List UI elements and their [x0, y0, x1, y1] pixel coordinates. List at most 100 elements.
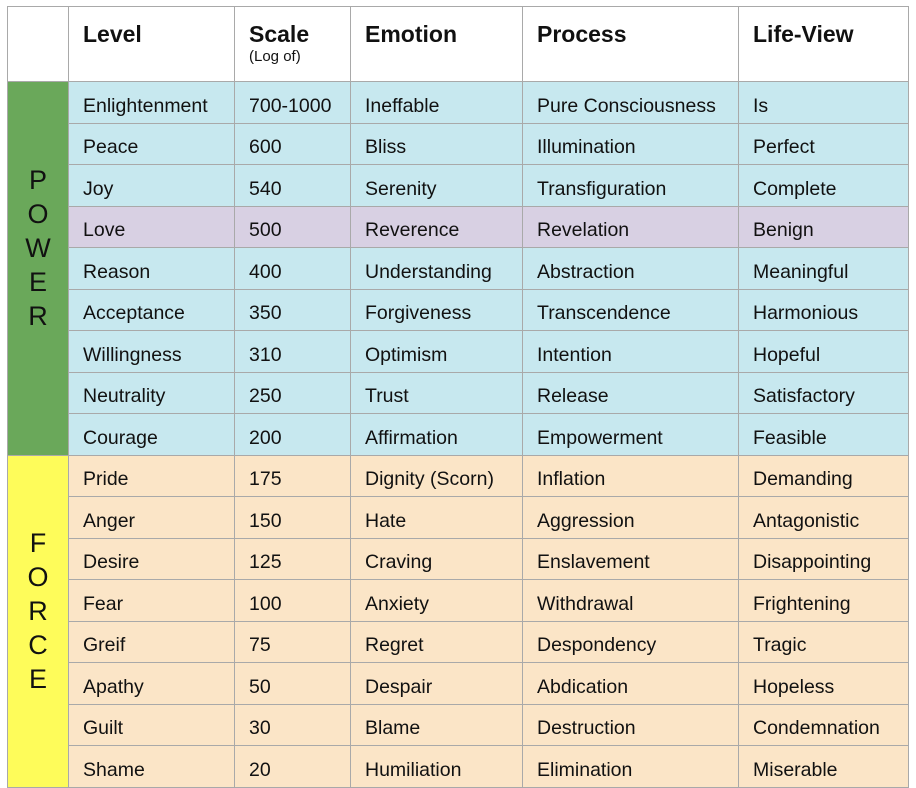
- cell-process: Destruction: [522, 703, 739, 746]
- cell-scale: 250: [234, 371, 351, 414]
- cell-level-text: Reason: [83, 260, 151, 283]
- cell-emotion-text: Bliss: [365, 136, 407, 159]
- cell-process-text: Inflation: [537, 468, 606, 491]
- header-level-label: Level: [83, 21, 142, 47]
- cell-emotion: Regret: [350, 620, 523, 663]
- cell-emotion-text: Humiliation: [365, 758, 462, 781]
- cell-emotion-text: Forgiveness: [365, 302, 472, 325]
- cell-emotion-text: Affirmation: [365, 426, 458, 449]
- cell-process: Aggression: [522, 496, 739, 539]
- cell-process: Empowerment: [522, 413, 739, 456]
- cell-life-view: Condemnation: [738, 703, 909, 746]
- header-scale-label: Scale: [249, 21, 310, 47]
- header-corner: [7, 6, 69, 82]
- header-emotion-label: Emotion: [365, 21, 457, 47]
- cell-life-view: Disappointing: [738, 537, 909, 580]
- cell-process: Transfiguration: [522, 164, 739, 207]
- cell-emotion-text: Anxiety: [365, 592, 429, 615]
- cell-process-text: Release: [537, 385, 609, 408]
- cell-scale: 175: [234, 454, 351, 497]
- cell-life-view: Tragic: [738, 620, 909, 663]
- header-scale: Scale(Log of): [234, 6, 351, 82]
- cell-process-text: Withdrawal: [537, 592, 634, 615]
- cell-emotion-text: Regret: [365, 634, 424, 657]
- cell-emotion-text: Understanding: [365, 260, 492, 283]
- cell-process-text: Elimination: [537, 758, 633, 781]
- cell-emotion: Despair: [350, 662, 523, 705]
- cell-scale-text: 125: [249, 551, 282, 574]
- cell-life-view: Hopeless: [738, 662, 909, 705]
- cell-level: Joy: [68, 164, 235, 207]
- cell-scale-text: 600: [249, 136, 282, 159]
- cell-process-text: Despondency: [537, 634, 657, 657]
- cell-level: Pride: [68, 454, 235, 497]
- cell-level: Courage: [68, 413, 235, 456]
- cell-life-view-text: Miserable: [753, 758, 838, 781]
- cell-emotion: Trust: [350, 371, 523, 414]
- cell-life-view-text: Frightening: [753, 592, 851, 615]
- cell-scale: 50: [234, 662, 351, 705]
- cell-emotion: Affirmation: [350, 413, 523, 456]
- cell-level: Peace: [68, 122, 235, 165]
- cell-process-text: Transfiguration: [537, 177, 667, 200]
- cell-scale-text: 100: [249, 592, 282, 615]
- cell-emotion: Craving: [350, 537, 523, 580]
- cell-level-text: Guilt: [83, 717, 124, 740]
- cell-scale-text: 75: [249, 634, 271, 657]
- cell-scale-text: 540: [249, 177, 282, 200]
- cell-life-view-text: Condemnation: [753, 717, 880, 740]
- cell-process: Inflation: [522, 454, 739, 497]
- cell-life-view-text: Meaningful: [753, 260, 849, 283]
- force-letter: O: [27, 562, 49, 592]
- cell-scale: 150: [234, 496, 351, 539]
- cell-process-text: Abdication: [537, 675, 629, 698]
- cell-level: Greif: [68, 620, 235, 663]
- cell-level-text: Apathy: [83, 675, 144, 698]
- cell-process: Intention: [522, 330, 739, 373]
- cell-level: Anger: [68, 496, 235, 539]
- cell-emotion-text: Ineffable: [365, 94, 440, 117]
- header-level: Level: [68, 6, 235, 82]
- cell-level-text: Joy: [83, 177, 114, 200]
- cell-process: Release: [522, 371, 739, 414]
- cell-scale-text: 310: [249, 343, 282, 366]
- cell-scale-text: 50: [249, 675, 271, 698]
- cell-level: Acceptance: [68, 288, 235, 331]
- cell-emotion-text: Hate: [365, 509, 407, 532]
- cell-life-view: Harmonious: [738, 288, 909, 331]
- cell-scale: 500: [234, 205, 351, 248]
- cell-emotion: Understanding: [350, 247, 523, 290]
- cell-emotion: Ineffable: [350, 81, 523, 124]
- cell-scale: 125: [234, 537, 351, 580]
- cell-emotion: Humiliation: [350, 745, 523, 788]
- cell-level: Guilt: [68, 703, 235, 746]
- cell-process: Illumination: [522, 122, 739, 165]
- cell-level-text: Courage: [83, 426, 158, 449]
- power-letter: O: [27, 199, 49, 230]
- cell-life-view: Satisfactory: [738, 371, 909, 414]
- force-letter: F: [29, 528, 47, 558]
- header-life-view-label: Life-View: [753, 21, 854, 47]
- cell-life-view: Frightening: [738, 579, 909, 622]
- cell-emotion-text: Trust: [365, 385, 409, 408]
- cell-scale: 310: [234, 330, 351, 373]
- table-row: Greif 75 Regret Despondency Tragic: [8, 620, 909, 663]
- cell-level-text: Acceptance: [83, 302, 185, 325]
- cell-emotion: Reverence: [350, 205, 523, 248]
- cell-scale: 540: [234, 164, 351, 207]
- force-letter: C: [28, 630, 48, 660]
- cell-life-view: Demanding: [738, 454, 909, 497]
- header-emotion: Emotion: [350, 6, 523, 82]
- cell-process-text: Destruction: [537, 717, 636, 740]
- cell-emotion: Hate: [350, 496, 523, 539]
- cell-scale-text: 20: [249, 758, 271, 781]
- cell-emotion: Blame: [350, 703, 523, 746]
- cell-scale-text: 700-1000: [249, 94, 332, 117]
